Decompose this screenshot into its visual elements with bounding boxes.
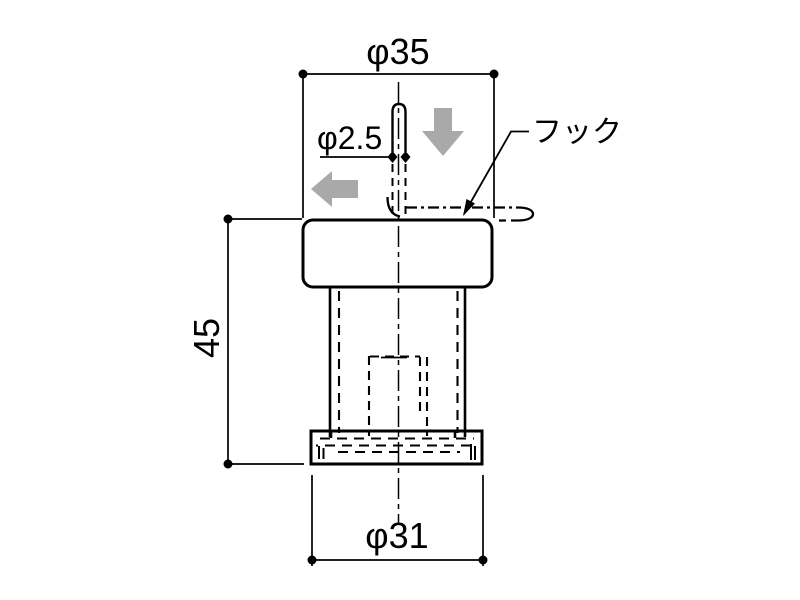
cap-outline [301,218,494,289]
hook-callout-label: フック [532,116,622,149]
dim-top-diameter-label: φ35 [366,31,429,72]
part-pin [391,102,407,217]
dim-pin-arrow-right [400,151,411,163]
flow-arrows [311,108,464,207]
dim-height: 45 [186,214,304,469]
dim-pin-arrow-left [387,151,398,163]
dim-base-diameter: φ31 [307,475,488,566]
dim-base-diameter-label: φ31 [365,515,428,556]
hook-leader-line [463,130,529,215]
dim-height-label: 45 [186,318,227,358]
part-inner-hole [367,355,429,436]
part-base [309,429,484,466]
left-arrow-icon [311,171,358,207]
hook-phantom [386,196,535,222]
hook-phantom-left-bend [386,196,401,218]
pin-outline [391,102,407,152]
hook-callout: フック [463,116,622,216]
dim-height-dot-bottom [223,459,233,469]
dim-base-dot-right [478,555,488,565]
part-cap [301,218,494,289]
hook-leader-arrowhead [463,199,475,216]
dim-top-diameter: φ35 [298,31,499,218]
dim-pin-diameter-label: φ2.5 [317,120,382,156]
base-outline [309,429,484,466]
dim-height-dot-top [223,214,233,224]
dim-base-dot-left [307,555,317,565]
part-body [328,287,467,437]
dim-pin-diameter: φ2.5 [317,120,411,163]
hook-phantom-curl [517,206,535,222]
down-arrow-icon [422,108,464,156]
